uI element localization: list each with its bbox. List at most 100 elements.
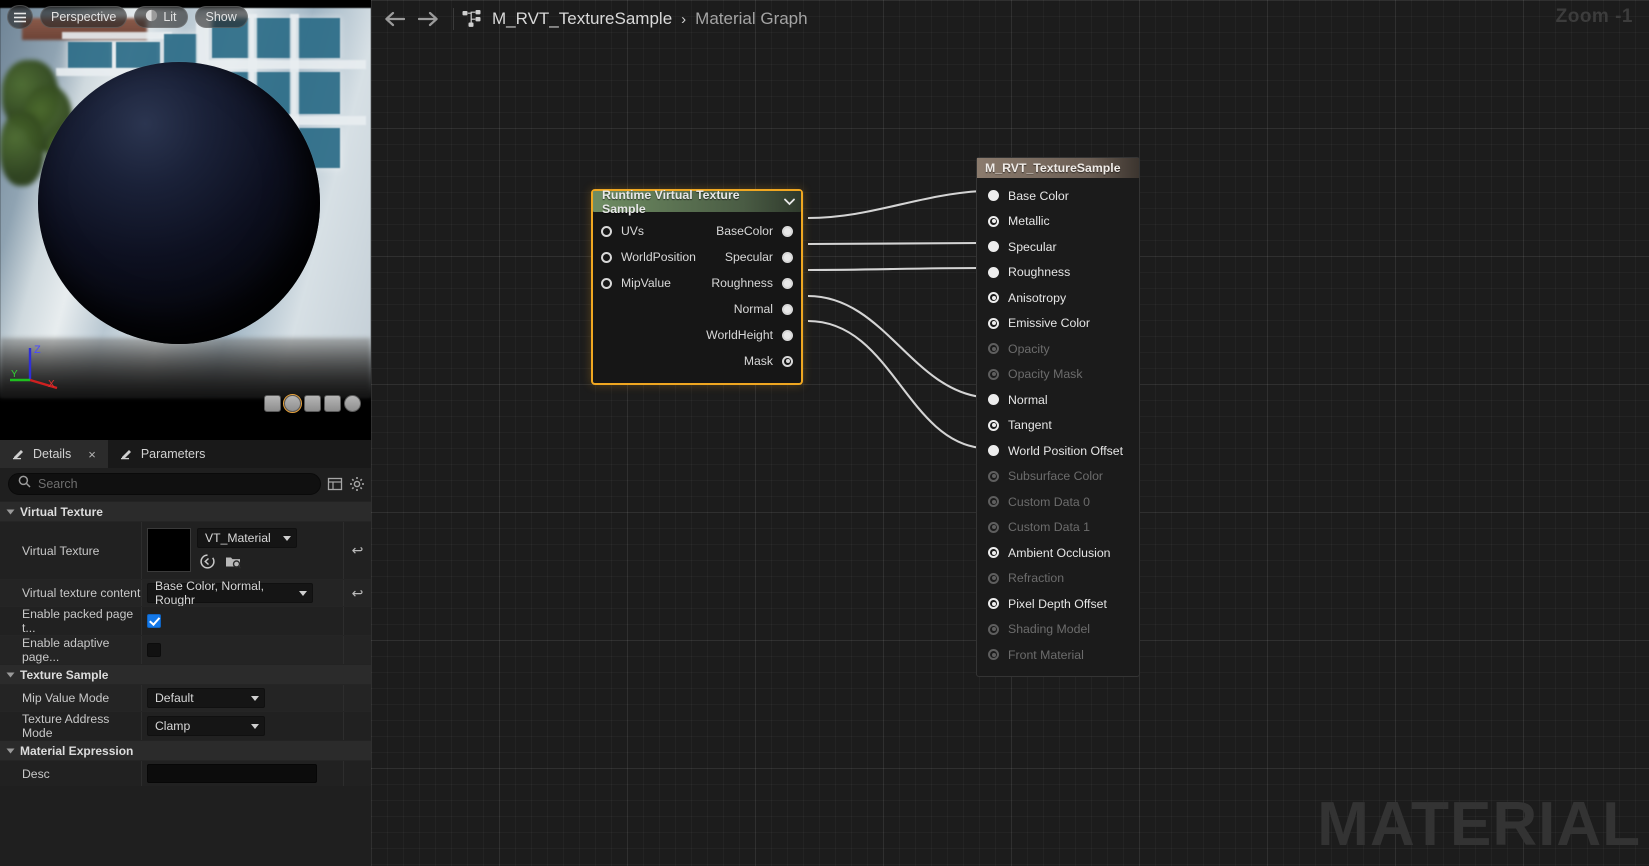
material-pin-row-opacity[interactable]: Opacity <box>977 336 1139 362</box>
pin-row-basecolor[interactable]: BaseColor <box>593 218 801 244</box>
column-layout-icon[interactable] <box>327 476 343 492</box>
material-input-pin-roughness[interactable] <box>988 266 999 278</box>
material-pin-row-opacity-mask[interactable]: Opacity Mask <box>977 362 1139 388</box>
viewport-view-mode-button[interactable]: Lit <box>134 6 188 28</box>
material-pin-row-world-position-offset[interactable]: World Position Offset <box>977 438 1139 464</box>
material-pin-row-anisotropy[interactable]: Anisotropy <box>977 285 1139 311</box>
output-pin-normal[interactable] <box>782 303 793 315</box>
material-input-pin-front-material[interactable] <box>988 649 999 661</box>
search-box[interactable] <box>8 473 321 495</box>
material-pin-row-pixel-depth-offset[interactable]: Pixel Depth Offset <box>977 591 1139 617</box>
enable-packed-page-checkbox[interactable] <box>147 614 161 628</box>
output-pin-mask[interactable] <box>782 355 793 367</box>
material-pin-row-specular[interactable]: Specular <box>977 234 1139 260</box>
material-pin-row-custom-data-0[interactable]: Custom Data 0 <box>977 489 1139 515</box>
output-pin-specular[interactable] <box>782 251 793 263</box>
chevron-down-icon[interactable] <box>784 195 795 209</box>
browse-to-asset-icon[interactable] <box>199 553 216 570</box>
pin-row-mipvalue[interactable]: MipValue <box>593 270 696 296</box>
texture-address-mode-combo[interactable]: Clamp <box>147 716 265 736</box>
material-pin-row-normal[interactable]: Normal <box>977 387 1139 413</box>
material-pin-row-roughness[interactable]: Roughness <box>977 260 1139 286</box>
tab-parameters[interactable]: Parameters <box>108 440 218 468</box>
material-input-pin-ambient-occlusion[interactable] <box>988 547 999 559</box>
use-selected-asset-icon[interactable] <box>225 553 242 570</box>
material-input-pin-normal[interactable] <box>988 394 999 406</box>
settings-gear-icon[interactable] <box>349 476 365 492</box>
material-preview-viewport[interactable]: Perspective Lit Show Z X Y <box>0 0 371 440</box>
pin-row-normal[interactable]: Normal <box>593 296 801 322</box>
breadcrumb-page[interactable]: Material Graph <box>695 9 808 28</box>
hamburger-menu-icon[interactable] <box>7 5 33 29</box>
material-pin-row-refraction[interactable]: Refraction <box>977 566 1139 592</box>
input-pin-worldposition[interactable] <box>601 251 612 263</box>
material-input-pin-metallic[interactable] <box>988 215 999 227</box>
material-input-pin-subsurface-color[interactable] <box>988 470 999 482</box>
virtual-texture-content-combo[interactable]: Base Color, Normal, Roughr <box>147 579 313 607</box>
node-header[interactable]: M_RVT_TextureSample <box>977 158 1139 178</box>
material-graph-canvas[interactable]: M_RVT_TextureSample › Material Graph Zoo… <box>371 0 1649 866</box>
reset-to-default-button[interactable]: ↩ <box>343 522 371 579</box>
material-pin-row-subsurface-color[interactable]: Subsurface Color <box>977 464 1139 490</box>
pin-row-specular[interactable]: Specular <box>593 244 801 270</box>
material-input-pin-specular[interactable] <box>988 241 999 253</box>
black-texture-thumbnail[interactable] <box>147 528 191 572</box>
section-virtual-texture[interactable]: Virtual Texture <box>0 501 371 521</box>
material-pin-row-ambient-occlusion[interactable]: Ambient Occlusion <box>977 540 1139 566</box>
material-input-pin-pixel-depth-offset[interactable] <box>988 598 999 610</box>
sphere-preview-button[interactable] <box>283 394 302 413</box>
section-material-expression[interactable]: Material Expression <box>0 740 371 760</box>
material-input-pin-custom-data-0[interactable] <box>988 496 999 508</box>
plane-preview-button[interactable] <box>304 395 321 412</box>
material-pin-row-metallic[interactable]: Metallic <box>977 209 1139 235</box>
viewport-show-menu-button[interactable]: Show <box>194 6 248 28</box>
material-pin-row-custom-data-1[interactable]: Custom Data 1 <box>977 515 1139 541</box>
material-input-pin-anisotropy[interactable] <box>988 292 999 304</box>
material-input-pin-emissive-color[interactable] <box>988 317 999 329</box>
enable-adaptive-page-checkbox[interactable] <box>147 643 161 657</box>
node-runtime-virtual-texture-sample[interactable]: Runtime Virtual Texture Sample UVs <box>591 188 803 385</box>
section-texture-sample[interactable]: Texture Sample <box>0 664 371 684</box>
arrow-left-icon[interactable] <box>377 2 411 36</box>
material-input-pin-shading-model[interactable] <box>988 623 999 635</box>
arrow-right-icon[interactable] <box>411 2 445 36</box>
material-input-pin-opacity-mask[interactable] <box>988 368 999 380</box>
material-input-pin-custom-data-1[interactable] <box>988 521 999 533</box>
pin-row-roughness[interactable]: Roughness <box>593 270 801 296</box>
close-icon[interactable]: × <box>88 446 96 462</box>
output-pin-worldheight[interactable] <box>782 329 793 341</box>
material-pin-row-base-color[interactable]: Base Color <box>977 183 1139 209</box>
material-pin-row-front-material[interactable]: Front Material <box>977 642 1139 668</box>
mip-value-mode-combo[interactable]: Default <box>147 688 265 708</box>
input-pin-uvs[interactable] <box>601 225 612 237</box>
pin-row-worldheight[interactable]: WorldHeight <box>593 322 801 348</box>
tab-details[interactable]: Details × <box>0 440 108 468</box>
custom-mesh-preview-button[interactable] <box>344 395 361 412</box>
material-pin-row-tangent[interactable]: Tangent <box>977 413 1139 439</box>
material-input-pin-refraction[interactable] <box>988 572 999 584</box>
input-pin-mipvalue[interactable] <box>601 277 612 289</box>
cylinder-preview-button[interactable] <box>264 395 281 412</box>
node-header[interactable]: Runtime Virtual Texture Sample <box>593 188 801 216</box>
output-pin-roughness[interactable] <box>782 277 793 289</box>
combo-value: Default <box>155 691 194 705</box>
preview-sphere-mesh[interactable] <box>38 62 320 344</box>
pin-row-worldposition[interactable]: WorldPosition <box>593 244 696 270</box>
material-input-pin-opacity[interactable] <box>988 343 999 355</box>
pin-row-uvs[interactable]: UVs <box>593 218 696 244</box>
virtual-texture-asset-combo[interactable]: VT_Material <box>197 528 297 548</box>
material-input-pin-world-position-offset[interactable] <box>988 445 999 457</box>
breadcrumb-asset[interactable]: M_RVT_TextureSample <box>492 9 673 28</box>
material-input-pin-tangent[interactable] <box>988 419 999 431</box>
material-pin-row-emissive-color[interactable]: Emissive Color <box>977 311 1139 337</box>
pin-row-mask[interactable]: Mask <box>593 348 801 374</box>
reset-to-default-button[interactable]: ↩ <box>343 580 371 606</box>
cube-preview-button[interactable] <box>324 395 341 412</box>
material-pin-row-shading-model[interactable]: Shading Model <box>977 617 1139 643</box>
output-pin-basecolor[interactable] <box>782 225 793 237</box>
desc-input[interactable] <box>147 764 317 783</box>
search-input[interactable] <box>38 477 311 491</box>
viewport-camera-mode-button[interactable]: Perspective <box>40 6 128 28</box>
material-input-pin-base-color[interactable] <box>988 190 999 202</box>
